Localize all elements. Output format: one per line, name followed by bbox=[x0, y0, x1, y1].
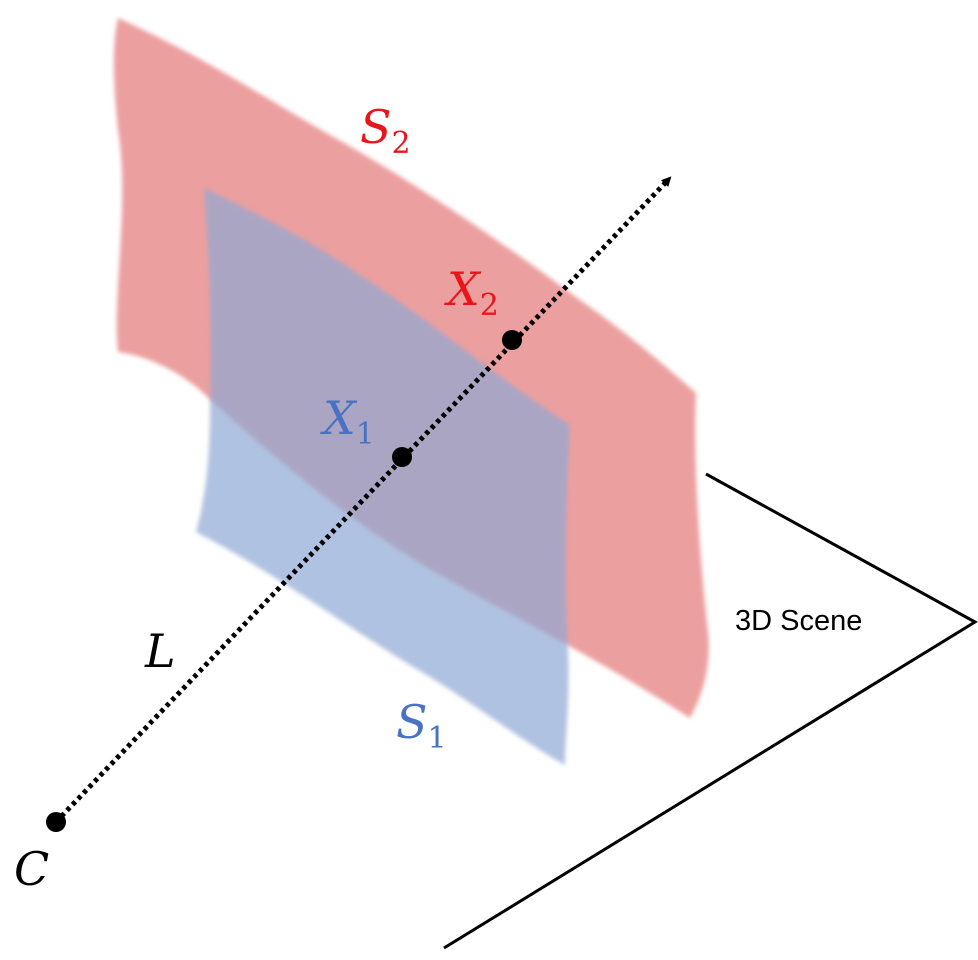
point-c bbox=[46, 812, 66, 832]
ray-l bbox=[54, 176, 672, 824]
label-s2: S2 bbox=[360, 100, 411, 161]
label-l: L bbox=[144, 624, 176, 678]
label-c: C bbox=[14, 842, 49, 896]
point-x2 bbox=[502, 330, 522, 350]
scene-outline bbox=[443, 472, 978, 950]
label-3d-scene: 3D Scene bbox=[735, 605, 862, 637]
label-x1: X1 bbox=[320, 391, 375, 452]
point-x1 bbox=[392, 447, 412, 467]
label-x2: X2 bbox=[444, 262, 499, 323]
label-s1: S1 bbox=[396, 695, 447, 756]
